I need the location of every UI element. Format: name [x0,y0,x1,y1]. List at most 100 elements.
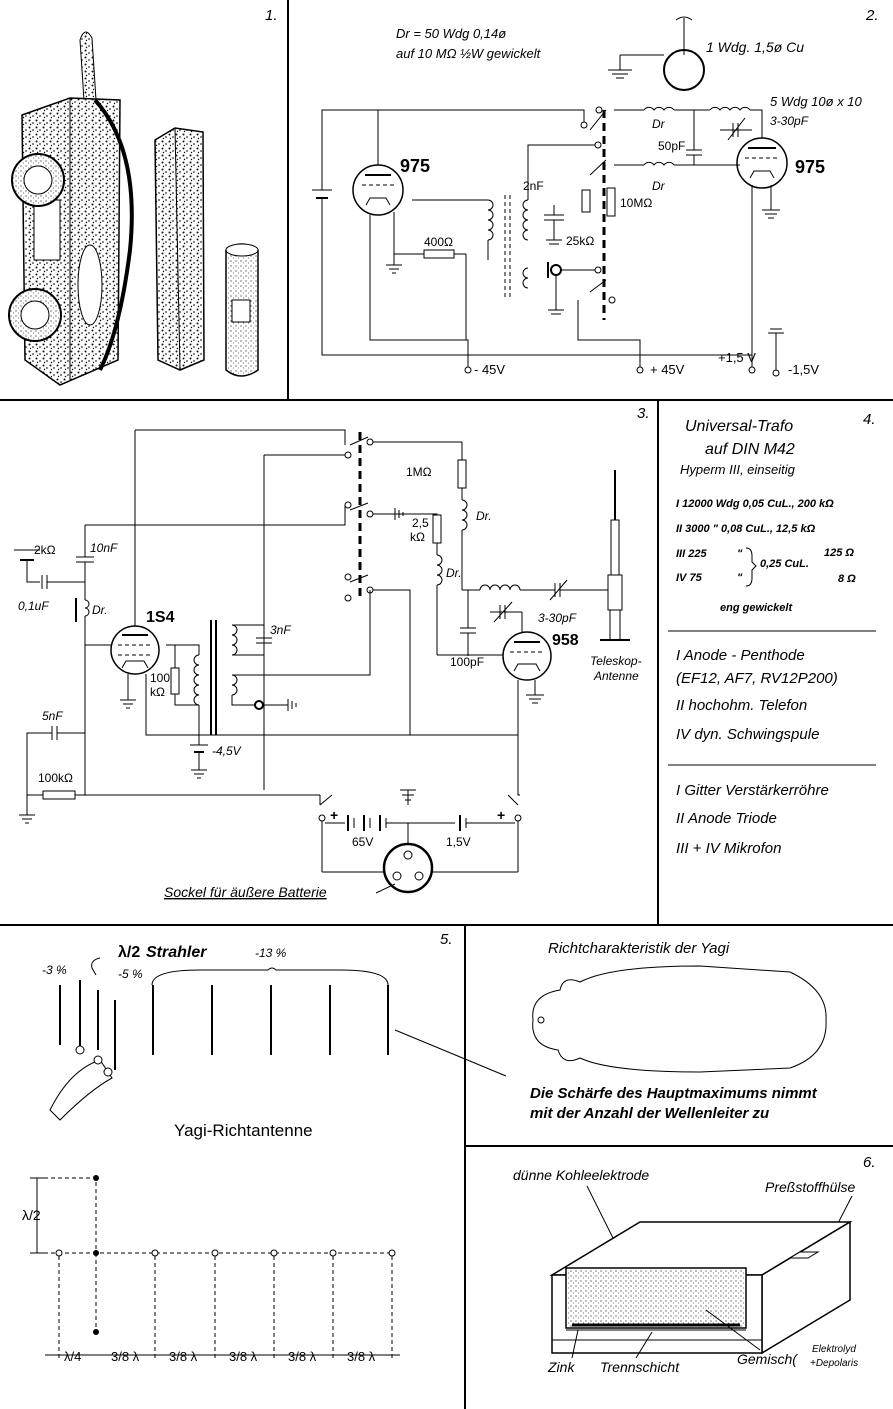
panel5-caption-a: Die Schärfe des Hauptmaximums nimmt [530,1085,818,1102]
panel5-title: Yagi-Richtantenne [174,1121,313,1140]
panel4-title-a: Universal-Trafo [685,418,793,435]
panel3-r100k-a: 100 [150,671,170,685]
panel3-r25k-b: kΩ [410,530,425,544]
panel4-transformer-table: Universal-Trafo auf DIN M42 Hyperm III, … [668,418,876,857]
panel3-v65: 65V [352,835,373,849]
panel4-use1-c: II hochohm. Telefon [676,697,807,714]
panel5-pct5: -5 % [118,967,143,981]
panel2-note-1: Dr = 50 Wdg 0,14ø [396,26,506,41]
panel6-sep: Trennschicht [600,1359,680,1375]
panel3-schematic: 1MΩ Dr. 2,5 kΩ Dr. 958 [14,429,642,900]
panel2-r400: 400Ω [424,235,453,249]
panel5-pct13: -13 % [255,946,287,960]
panel2-c50pf: 50pF [658,139,685,153]
panel4-subtitle: Hyperm III, einseitig [680,462,796,477]
panel4-winding-3-ditto: " [737,548,743,560]
panel3-r25k-a: 2,5 [412,516,429,530]
panel5-strahler: Strahler [146,944,207,961]
panel3-plus-b: + [497,807,505,823]
panel-number-2: 2. [865,7,879,24]
panel4-winding-3-ohm: 125 Ω [824,547,854,559]
spacing-label: 3/8 λ [169,1349,198,1364]
panel3-c10nf: 10nF [90,541,118,555]
panel4-use2-b: II Anode Triode [676,810,777,827]
panel2-dr1: Dr [652,117,666,131]
panel4-use1-d: IV dyn. Schwingspule [676,726,819,743]
panel5-pct3: -3 % [42,963,67,977]
spacing-labels: 3/8 λ 3/8 λ 3/8 λ 3/8 λ 3/8 λ [111,1349,376,1364]
panel2-v-minus45: - 45V [474,362,505,377]
panel3-c3nf: 3nF [270,623,291,637]
panel6-electrode: dünne Kohleelektrode [513,1167,649,1183]
panel4-winding-3: III 225 [676,548,707,560]
panel2-tube-left: 975 [400,156,430,176]
panel2-r25k: 25kΩ [566,234,594,248]
panel3-c5nf: 5nF [42,709,63,723]
panel3-v15: 1,5V [446,835,471,849]
spacing-label: 3/8 λ [229,1349,258,1364]
walkie-talkie-illustration [8,31,259,386]
panel5-spacing-first: λ/4 [64,1349,81,1364]
panel2-v-plus45: + 45V [650,362,685,377]
panel4-winding-34-wire: 0,25 CuL. [760,558,809,570]
panel5-lambda-half: λ/2 [118,944,140,961]
panel6-zinc: Zink [547,1359,575,1375]
panel2-v-minus15: -1,5V [788,362,819,377]
panel2-c2nf: 2nF [523,179,544,193]
panel5-dim-vert: λ/2 [22,1207,41,1223]
panel3-antenna-a: Teleskop- [590,654,642,668]
panel3-antenna-b: Antenne [593,669,639,683]
panel2-tube-right: 975 [795,157,825,177]
panel2-r10m: 10MΩ [620,196,652,210]
panel2-trimmer: 3-30pF [770,114,809,128]
panel4-winding-1: I 12000 Wdg 0,05 CuL., 200 kΩ [676,498,834,510]
panel3-c100pf: 100pF [450,655,484,669]
panel3-trimmer: 3-30pF [538,611,577,625]
panel2-loop-label: 1 Wdg. 1,5ø Cu [706,39,804,55]
panel3-socket-label: Sockel für äußere Batterie [164,884,327,900]
panel2-dr2: Dr [652,179,666,193]
panel3-v-minus45: -4,5V [212,744,242,758]
panel4-use1-b: (EF12, AF7, RV12P200) [676,670,838,687]
spacing-label: 3/8 λ [347,1349,376,1364]
panel4-use2-a: I Gitter Verstärkerröhre [676,782,829,799]
panel3-r1m: 1MΩ [406,465,432,479]
panel2-coil-label: 5 Wdg 10ø x 10 [770,94,863,109]
panel6-mix-b: +Depolaris [810,1358,858,1369]
panel4-winding-4: IV 75 [676,572,703,584]
panel5-pattern-title: Richtcharakteristik der Yagi [548,940,730,957]
panel6-sleeve: Preßstoffhülse [765,1179,855,1195]
panel6-mix: Gemisch( [737,1351,798,1367]
panel-number-3: 3. [637,405,650,422]
panel3-dr-top: Dr. [476,509,492,523]
panel3-tube-958: 958 [552,632,579,649]
panel6-cell: dünne Kohleelektrode Preßstoffhülse Zink… [513,1167,858,1375]
panel5-caption-b: mit der Anzahl der Wellenleiter zu [530,1105,769,1122]
panel3-r100k: 100kΩ [38,771,73,785]
panel4-use1-a: I Anode - Penthode [676,647,805,664]
panel6-mix-a: Elektrolyd [812,1344,856,1355]
panel2-schematic: Dr = 50 Wdg 0,14ø auf 10 MΩ ½W gewickelt… [312,16,863,377]
panel-number-1: 1. [265,7,278,24]
panel3-r100k-b: kΩ [150,685,165,699]
panel4-title-b: auf DIN M42 [705,441,795,458]
panel3-c01uf: 0,1uF [18,599,49,613]
panel4-winding-2: II 3000 " 0,08 CuL., 12,5 kΩ [676,523,816,535]
panel2-note-2: auf 10 MΩ ½W gewickelt [396,46,542,61]
panel4-use2-c: III + IV Mikrofon [676,840,781,857]
spacing-label: 3/8 λ [111,1349,140,1364]
panel-number-5: 5. [440,931,453,948]
panel3-plus-a: + [330,807,338,823]
panel-number-6: 6. [863,1154,876,1171]
spacing-label: 3/8 λ [288,1349,317,1364]
panel-number-4: 4. [863,411,876,428]
panel5-yagi: λ/2 Strahler -3 % -5 % -13 % Yagi-Richta… [22,940,827,1364]
panel3-r2k: 2kΩ [34,543,56,557]
panel3-dr-left: Dr. [92,603,108,617]
panel4-winding-4-ditto: " [737,572,743,584]
panel4-tight: eng gewickelt [720,602,793,614]
panel4-winding-4-ohm: 8 Ω [838,573,856,585]
panel3-tube-1s4: 1S4 [146,609,175,626]
